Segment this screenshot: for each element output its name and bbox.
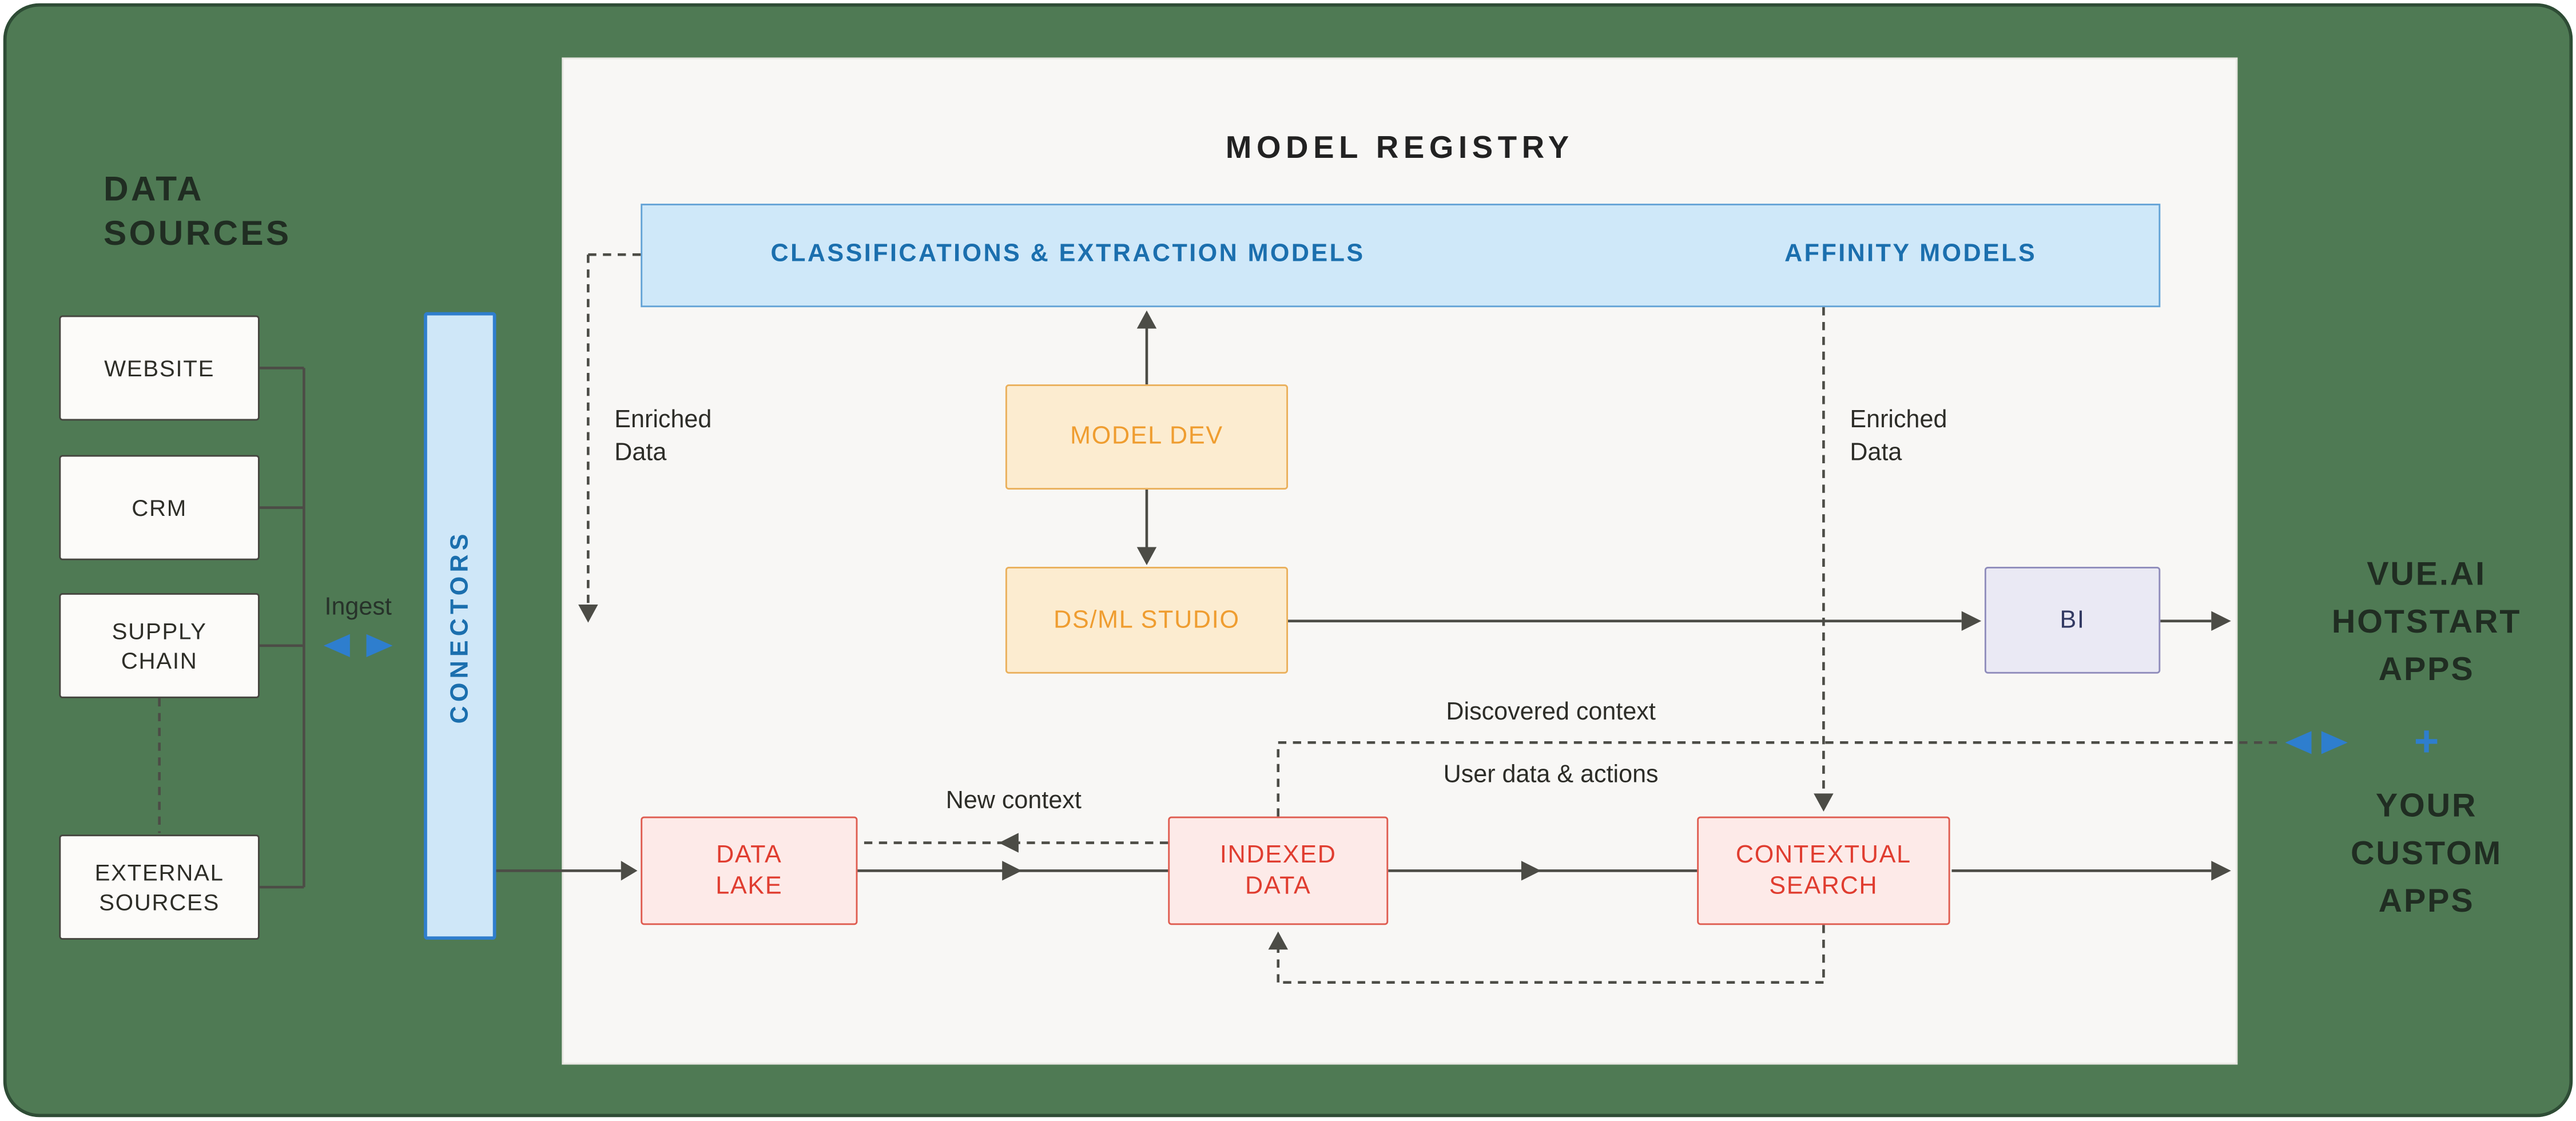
ingest-label: Ingest — [324, 593, 392, 621]
plus-icon: + — [2414, 716, 2439, 766]
enriched-data-right-label: Enriched Data — [1850, 406, 1947, 467]
node-bi: BI — [1984, 566, 2161, 674]
affinity-models-label: AFFINITY MODELS — [1784, 240, 2037, 268]
classification-models-label: CLASSIFICATIONS & EXTRACTION MODELS — [770, 240, 1365, 268]
data-sources-title: DATA SOURCES — [103, 170, 292, 253]
source-box-website: WEBSITE — [59, 315, 260, 421]
source-box-external-sources: EXTERNAL SOURCES — [59, 834, 260, 940]
your-custom-apps-label: YOUR CUSTOM APPS — [2351, 788, 2503, 920]
node-indexed-data: INDEXED DATA — [1168, 816, 1389, 925]
user-data-actions-label: User data & actions — [1443, 760, 1659, 789]
discovered-context-label: Discovered context — [1446, 698, 1656, 726]
node-data-lake: DATA LAKE — [641, 816, 858, 925]
model-registry-title: MODEL REGISTRY — [1225, 131, 1574, 166]
connectors-label: CONECTORS — [446, 528, 474, 723]
source-box-crm: CRM — [59, 455, 260, 560]
vueai-hotstart-apps-label: VUE.AI HOTSTART APPS — [2331, 556, 2522, 689]
models-bar — [641, 204, 2161, 308]
node-ds-ml-studio: DS/ML STUDIO — [1005, 566, 1289, 674]
enriched-data-left-label: Enriched Data — [614, 406, 712, 467]
node-model-dev: MODEL DEV — [1005, 384, 1289, 490]
new-context-label: New context — [945, 786, 1082, 815]
node-contextual-search: CONTEXTUAL SEARCH — [1697, 816, 1950, 925]
source-box-supply-chain: SUPPLY CHAIN — [59, 593, 260, 698]
connectors-bar: CONECTORS — [424, 312, 496, 940]
